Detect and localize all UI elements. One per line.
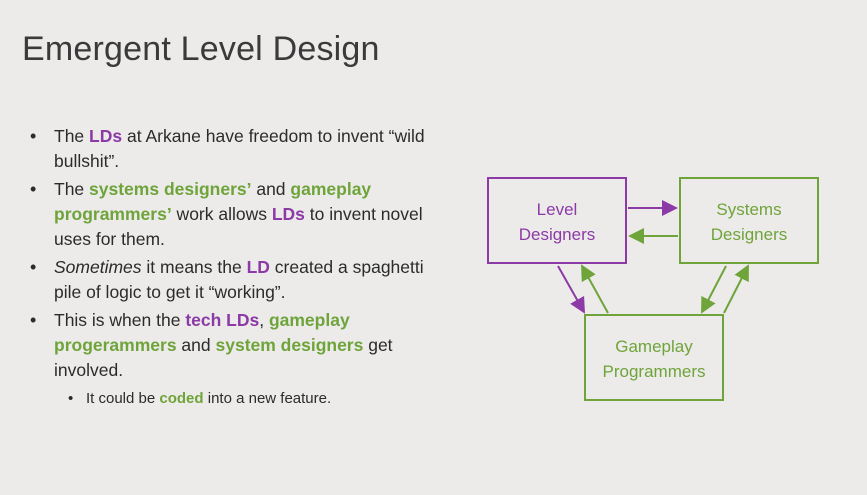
gameplay-programmers-label-line1: Gameplay xyxy=(615,337,693,356)
bullet-text: It could be xyxy=(86,390,160,407)
arrow-gameplay-to-systems xyxy=(723,264,749,314)
workflow-diagram: Level Designers Systems Designers Gamepl… xyxy=(487,177,819,401)
slide-title: Emergent Level Design xyxy=(22,30,380,68)
highlight-coded: coded xyxy=(159,390,204,407)
highlight-gameplay-programmers: gameplay progerammers xyxy=(54,310,350,355)
arrow-level-to-gameplay xyxy=(557,265,585,314)
bullet-text: The xyxy=(54,126,90,146)
systems-designers-label-line2: Designers xyxy=(711,225,788,244)
systems-designers-box xyxy=(679,177,819,264)
bullet-item: The LDs at Arkane have freedom to invent… xyxy=(28,124,428,174)
bullet-text: it means the xyxy=(141,257,247,277)
bullet-item: This is when the tech LDs, gameplay prog… xyxy=(28,308,428,409)
bullet-text: at Arkane have freedom to invent “wild b… xyxy=(54,126,425,171)
highlight-ld: LD xyxy=(246,257,270,277)
gameplay-programmers-label-line2: Programmers xyxy=(603,362,706,381)
bullet-item: Sometimes it means the LD created a spag… xyxy=(28,255,428,305)
bullet-text: into a new feature. xyxy=(203,390,332,407)
arrow-systems-to-gameplay xyxy=(701,265,727,314)
highlight-tech-lds: tech LDs xyxy=(185,310,260,330)
bullet-text: The xyxy=(54,179,90,199)
bullet-text: and xyxy=(176,335,216,355)
highlight-system-designers: system designers xyxy=(215,335,364,355)
highlight-ld: LDs xyxy=(271,204,305,224)
level-designers-box xyxy=(487,177,627,264)
bullet-text: work allows xyxy=(171,204,272,224)
gameplay-programmers-box xyxy=(584,314,724,401)
bullet-text: created a spaghetti pile of logic to get… xyxy=(54,257,424,302)
emphasis-text: Sometimes xyxy=(54,257,142,277)
bullet-list: The LDs at Arkane have freedom to invent… xyxy=(28,124,428,412)
bullet-text: and xyxy=(251,179,291,199)
level-designers-label-line1: Level xyxy=(537,200,578,219)
arrow-gameplay-to-level xyxy=(581,264,609,314)
sub-bullet-list: It could be coded into a new feature. xyxy=(54,389,428,409)
bullet-text: to invent novel uses for them. xyxy=(54,204,423,249)
bullet-text: , xyxy=(259,310,269,330)
systems-designers-label-line1: Systems xyxy=(716,200,781,219)
bullet-item: The systems designers’ and gameplay prog… xyxy=(28,177,428,252)
highlight-gameplay-programmers: gameplay programmers’ xyxy=(54,179,372,224)
bullet-text: This is when the xyxy=(54,310,186,330)
bullet-text: get involved. xyxy=(54,335,393,380)
sub-bullet-item: It could be coded into a new feature. xyxy=(54,389,428,409)
level-designers-label-line2: Designers xyxy=(519,225,596,244)
highlight-ld: LDs xyxy=(89,126,123,146)
highlight-systems-designers: systems designers’ xyxy=(89,179,252,199)
